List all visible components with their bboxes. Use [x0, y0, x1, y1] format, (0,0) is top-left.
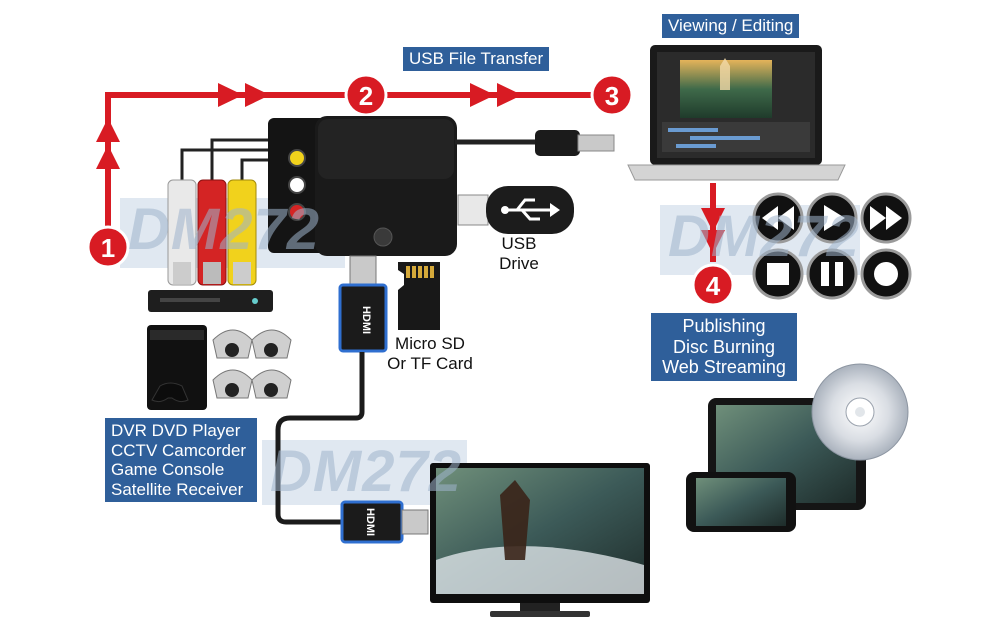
game-console [147, 325, 207, 410]
usb-drive-line-2: Drive [499, 254, 539, 274]
step-4-number: 4 [706, 271, 721, 301]
play-icon [806, 192, 858, 244]
sources-label: DVR DVD Player CCTV Camcorder Game Conso… [105, 418, 257, 503]
micro-sd-line-2: Or TF Card [387, 354, 473, 374]
dvd-player [148, 290, 273, 312]
usb-file-transfer-text: USB File Transfer [409, 49, 544, 68]
disc [811, 363, 909, 461]
step-1-number: 1 [101, 233, 115, 263]
publishing-line-2: Disc Burning [672, 336, 776, 357]
watermark-text: DM272 [668, 204, 860, 269]
step-3-number: 3 [605, 81, 619, 111]
watermark-text: DM272 [128, 197, 320, 262]
flow-arrowheads [96, 83, 725, 254]
step-4-badge: 4 [691, 263, 735, 307]
source-line-4: Satellite Receiver [111, 479, 244, 499]
source-line-2: CCTV Camcorder [111, 440, 247, 460]
usb-file-transfer-label: USB File Transfer [403, 47, 550, 71]
step-2-badge: 2 [344, 73, 388, 117]
record-icon [860, 248, 912, 300]
publishing-label: Publishing Disc Burning Web Streaming [651, 313, 797, 382]
micro-sd-label: Micro SD Or TF Card [380, 334, 480, 375]
viewing-editing-label: Viewing / Editing [662, 14, 800, 38]
step-3-badge: 3 [590, 73, 634, 117]
stop-icon [752, 248, 804, 300]
publishing-line-1: Publishing [682, 316, 766, 336]
micro-sd-line-1: Micro SD [395, 334, 465, 353]
step-1-badge: 1 [86, 225, 130, 269]
usb-drive-line-1: USB [501, 234, 537, 253]
rca-cables [167, 138, 270, 286]
laptop [627, 45, 846, 181]
step-2-number: 2 [359, 81, 373, 111]
tv [430, 463, 650, 617]
cctv-cameras [212, 329, 292, 399]
smartphone [686, 472, 796, 532]
watermark-text: DM272 [270, 439, 462, 504]
source-line-3: Game Console [111, 460, 225, 480]
capture-device [268, 116, 457, 256]
usb-symbol-icon [501, 198, 560, 221]
source-line-1: DVR DVD Player [111, 421, 241, 440]
rewind-icon [752, 192, 804, 244]
pause-icon [806, 248, 858, 300]
svg-text:HDMI: HDMI [364, 508, 376, 536]
publishing-line-3: Web Streaming [662, 357, 786, 378]
usb-cable [455, 130, 615, 156]
usb-drive-label: USB Drive [488, 234, 550, 275]
hdmi-plug-label: HDMI [360, 306, 372, 334]
hdmi-cable: HDMI HDMI [275, 255, 429, 544]
viewing-editing-text: Viewing / Editing [668, 16, 794, 35]
media-controls [752, 192, 912, 300]
usb-drive [457, 186, 574, 234]
fast-forward-icon [860, 192, 912, 244]
micro-sd-card [398, 262, 440, 330]
